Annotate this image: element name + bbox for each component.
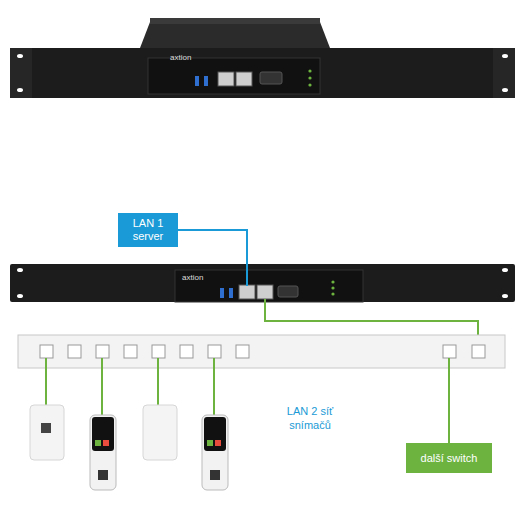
lan1-wire bbox=[178, 230, 247, 286]
terminal-screen bbox=[92, 417, 114, 451]
rack-ear bbox=[493, 48, 515, 98]
usb-port bbox=[220, 288, 224, 298]
rack-hole bbox=[502, 268, 508, 272]
status-led bbox=[331, 280, 334, 283]
rack-hole bbox=[17, 54, 23, 58]
rj45-port bbox=[218, 72, 234, 86]
switch-ports bbox=[40, 345, 485, 358]
reader-terminal bbox=[202, 415, 228, 490]
callout-box: LAN 1 server bbox=[118, 213, 178, 247]
reader-sensor bbox=[98, 470, 108, 480]
reader-sensor bbox=[41, 423, 51, 433]
rack-hole bbox=[17, 294, 23, 298]
status-led bbox=[308, 76, 311, 79]
device-top bbox=[150, 18, 320, 24]
status-led bbox=[331, 292, 334, 295]
front-module bbox=[175, 270, 363, 302]
front-module bbox=[148, 58, 320, 94]
screen-icon bbox=[207, 440, 213, 446]
rack-hole bbox=[17, 88, 23, 92]
rack-hole bbox=[502, 54, 508, 58]
usb-port bbox=[195, 76, 199, 86]
rj45-port bbox=[236, 72, 252, 86]
display-port bbox=[278, 286, 298, 297]
rack-hole bbox=[17, 268, 23, 272]
usb-port bbox=[229, 288, 233, 298]
rj45-port bbox=[239, 285, 255, 299]
terminal-screen bbox=[204, 417, 226, 451]
reader-device bbox=[143, 405, 177, 460]
box-text: LAN 1 server bbox=[122, 217, 174, 243]
screen-icon bbox=[95, 440, 101, 446]
box-text: další switch bbox=[421, 452, 478, 465]
reader-device bbox=[30, 405, 64, 460]
rack-ear bbox=[10, 48, 32, 98]
reader-terminal bbox=[90, 415, 116, 490]
switch-body bbox=[18, 335, 505, 368]
device-body bbox=[140, 22, 330, 48]
screen-icon bbox=[215, 440, 221, 446]
rack-panel bbox=[10, 48, 515, 98]
rack-hole bbox=[502, 294, 508, 298]
status-led bbox=[331, 286, 334, 289]
rack-panel bbox=[10, 264, 515, 302]
status-led bbox=[308, 69, 311, 72]
brand-logo: axtion bbox=[182, 272, 242, 283]
reader-sensor bbox=[210, 470, 220, 480]
rj45-port bbox=[257, 285, 273, 299]
callout-box: další switch bbox=[406, 443, 492, 473]
brand-logo: axtion bbox=[170, 52, 230, 63]
screen-icon bbox=[103, 440, 109, 446]
status-led bbox=[308, 83, 311, 86]
rack-hole bbox=[502, 88, 508, 92]
usb-port bbox=[204, 76, 208, 86]
network-label: LAN 2 síť snímačů bbox=[268, 404, 352, 432]
display-port bbox=[260, 72, 282, 84]
